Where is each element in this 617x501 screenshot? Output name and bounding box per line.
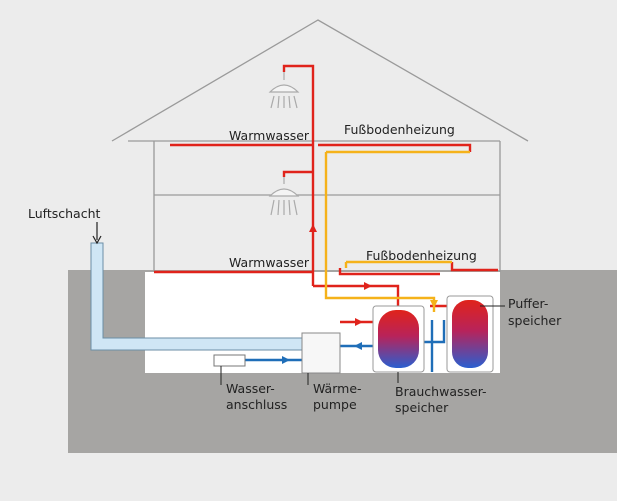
label-fussboden-mid: Fußbodenheizung: [366, 248, 477, 263]
cold-pipe-arrow-a: [282, 356, 290, 364]
label-puffer-2: speicher: [508, 313, 562, 328]
label-warmwasser-top: Warmwasser: [229, 128, 310, 143]
water-connection-box: [213, 354, 246, 367]
label-brauchwasser-1: Brauchwasser-: [395, 384, 487, 399]
hot-pipe-arrow-c: [355, 318, 363, 326]
shower-head-mid-icon: [268, 177, 300, 216]
label-waermepumpe-2: pumpe: [313, 397, 357, 412]
hot-pipe-arrow-b: [364, 282, 372, 290]
brauchwasser-tank: [378, 310, 419, 368]
label-wasseranschluss-2: anschluss: [226, 397, 287, 412]
label-wasseranschluss-1: Wasser-: [226, 381, 275, 396]
label-brauchwasser-2: speicher: [395, 400, 449, 415]
heat-pump-unit: [301, 332, 341, 374]
label-fussboden-top: Fußbodenheizung: [344, 122, 455, 137]
heating-pipe-arrow: [430, 300, 438, 308]
hot-pipe-arrow-a: [309, 224, 317, 232]
hot-water-pipes: [154, 64, 498, 324]
puffer-tank: [452, 300, 488, 368]
luftschacht-arrow-head: [92, 235, 102, 245]
label-puffer-1: Puffer-: [508, 296, 548, 311]
label-warmwasser-mid: Warmwasser: [229, 255, 310, 270]
label-luftschacht: Luftschacht: [28, 206, 101, 221]
label-waermepumpe-1: Wärme-: [313, 381, 362, 396]
cold-pipe-arrow-b: [354, 342, 362, 350]
shower-head-top-icon: [268, 72, 300, 109]
